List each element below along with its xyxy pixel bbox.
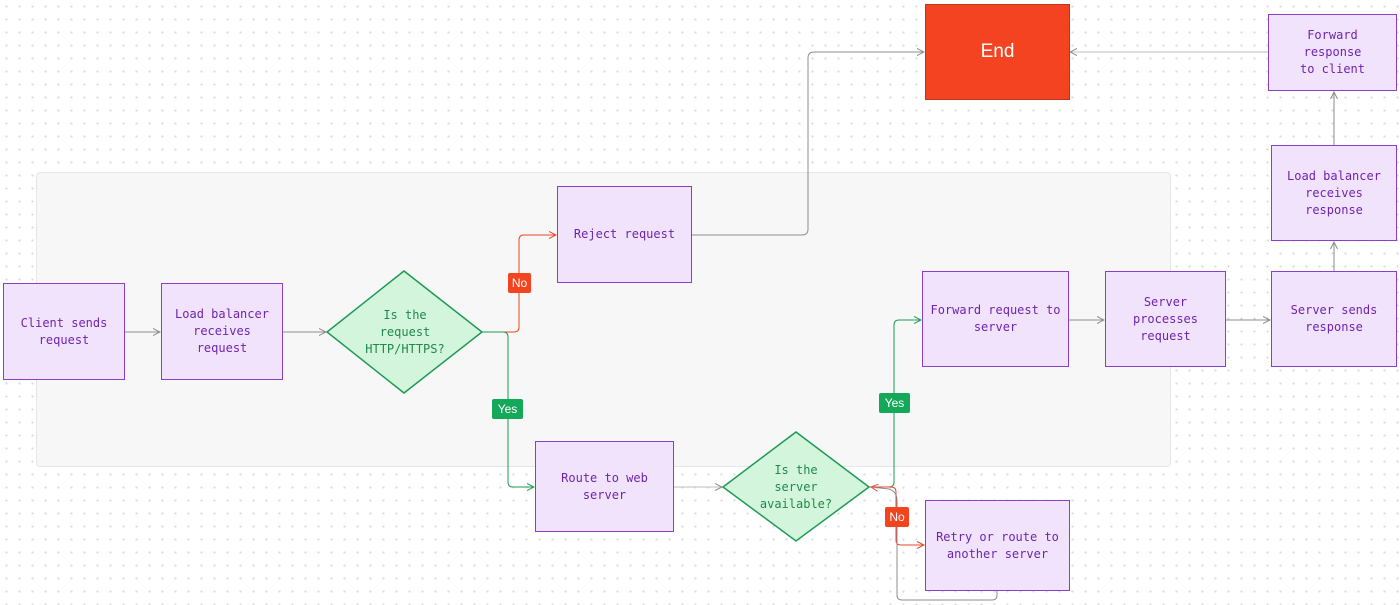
node-reject-request-label: Reject request	[573, 227, 676, 241]
decision-is-http-label: Is the request HTTP/HTTPS?	[365, 307, 445, 356]
node-retry-or-route-label: Retry or route to another server	[936, 529, 1059, 561]
decision-server-available-shape	[721, 431, 871, 542]
node-server-sends-response: Server sends response	[1271, 271, 1397, 367]
node-retry-or-route: Retry or route to another server	[925, 500, 1070, 591]
decision-server-available-label-box: Is the server available?	[740, 455, 852, 519]
node-forward-response-to-client: Forward response to client	[1268, 14, 1397, 91]
node-forward-response-to-client-label: Forward response to client	[1299, 28, 1366, 76]
edge-label-no-retry: No	[885, 507, 909, 527]
edge-label-yes-route: Yes	[492, 399, 523, 419]
node-route-to-web-server-label: Route to web server	[561, 470, 648, 502]
decision-server-available-label: Is the server available?	[759, 462, 833, 511]
edge-retry-loop-back	[871, 487, 998, 601]
node-lb-receives-request: Load balancer receives request	[161, 283, 283, 380]
node-client-sends-request-label: Client sends request	[20, 315, 108, 347]
node-lb-receives-response-label: Load balancer receives response	[1287, 168, 1381, 217]
node-route-to-web-server: Route to web server	[535, 441, 674, 532]
node-forward-request-to-server: Forward request to server	[922, 271, 1069, 367]
edge-label-no-reject: No	[508, 273, 531, 293]
node-end: End	[925, 4, 1070, 100]
decision-is-http-shape	[325, 270, 484, 394]
node-end-label: End	[980, 41, 1015, 62]
node-server-processes-request-label: Server processes request	[1132, 294, 1199, 343]
node-lb-receives-response: Load balancer receives response	[1271, 145, 1397, 241]
node-lb-receives-request-label: Load balancer receives request	[175, 307, 269, 355]
node-server-processes-request: Server processes request	[1105, 271, 1226, 367]
node-reject-request: Reject request	[557, 186, 692, 283]
node-client-sends-request: Client sends request	[3, 283, 125, 380]
decision-is-http-label-box: Is the request HTTP/HTTPS?	[345, 300, 465, 364]
node-server-sends-response-label: Server sends response	[1290, 303, 1378, 334]
edge-label-yes-forward: Yes	[879, 393, 910, 413]
edge-reject-to-end	[692, 52, 924, 236]
node-forward-request-to-server-label: Forward request to server	[930, 303, 1061, 334]
